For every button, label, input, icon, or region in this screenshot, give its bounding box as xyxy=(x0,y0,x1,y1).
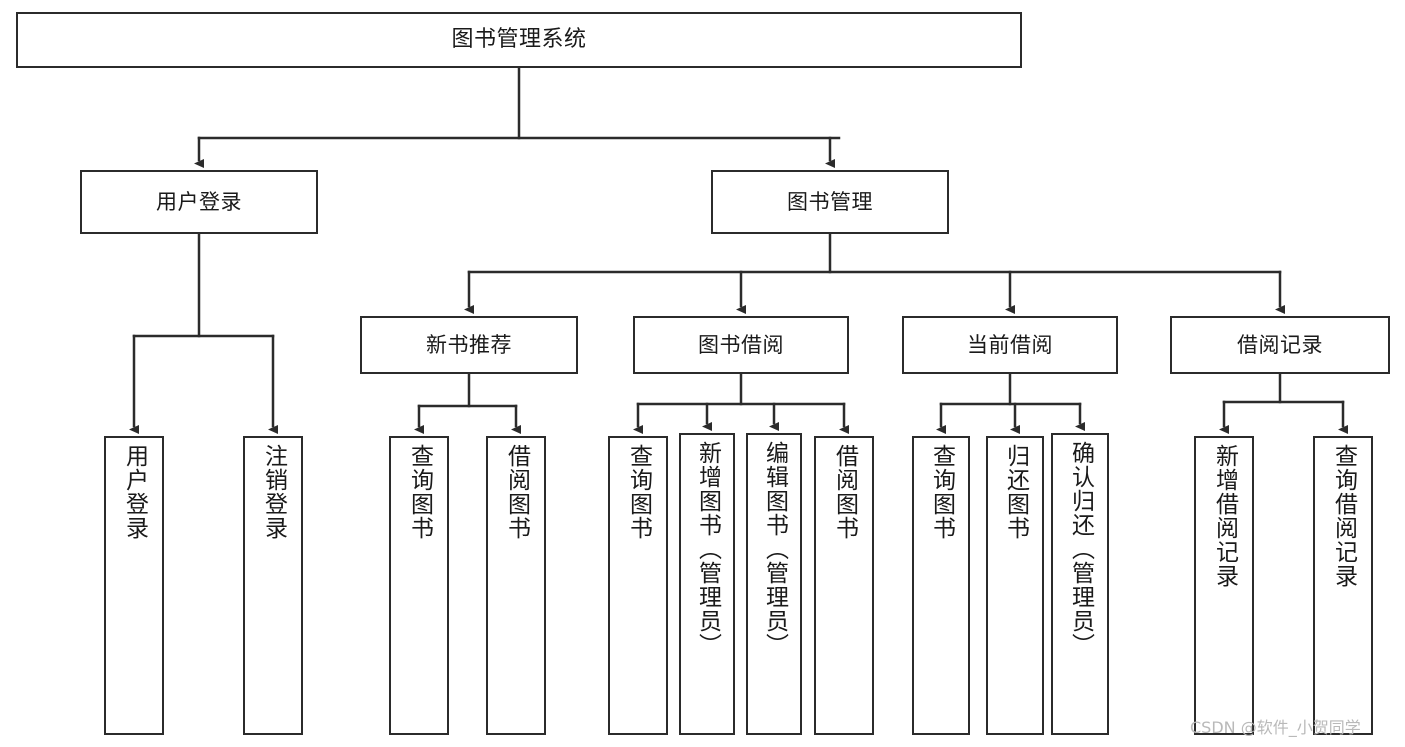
node-leaf-add-record-label: 新增借阅记录 xyxy=(1211,444,1238,588)
node-leaf-query-book-cur-label: 查询图书 xyxy=(928,444,955,540)
node-current-borrow[interactable]: 当前借阅 xyxy=(902,316,1118,374)
node-book-manage-label: 图书管理 xyxy=(787,189,873,214)
node-leaf-edit-book-label: 编辑图书（管理员） xyxy=(761,441,788,657)
node-leaf-return-book[interactable]: 归还图书 xyxy=(986,436,1044,735)
node-leaf-query-book-rec-label: 查询图书 xyxy=(406,444,433,540)
node-leaf-query-record[interactable]: 查询借阅记录 xyxy=(1313,436,1373,735)
node-leaf-return-book-label: 归还图书 xyxy=(1002,444,1029,540)
node-borrow-record-label: 借阅记录 xyxy=(1237,332,1323,357)
node-leaf-borrow-book-rec[interactable]: 借阅图书 xyxy=(486,436,546,735)
node-borrow-record[interactable]: 借阅记录 xyxy=(1170,316,1390,374)
node-current-borrow-label: 当前借阅 xyxy=(967,332,1053,357)
node-new-book-rec[interactable]: 新书推荐 xyxy=(360,316,578,374)
node-leaf-user-login-label: 用户登录 xyxy=(121,444,148,540)
node-leaf-add-book-label: 新增图书（管理员） xyxy=(694,441,721,657)
node-leaf-confirm-return[interactable]: 确认归还（管理员） xyxy=(1051,433,1109,735)
node-leaf-borrow-book-rec-label: 借阅图书 xyxy=(503,444,530,540)
node-new-book-rec-label: 新书推荐 xyxy=(426,332,512,357)
node-leaf-borrow-book-label: 借阅图书 xyxy=(831,444,858,540)
node-leaf-query-book-rec[interactable]: 查询图书 xyxy=(389,436,449,735)
node-leaf-add-book[interactable]: 新增图书（管理员） xyxy=(679,433,735,735)
node-leaf-query-book-borrow[interactable]: 查询图书 xyxy=(608,436,668,735)
node-leaf-confirm-return-label: 确认归还（管理员） xyxy=(1067,441,1094,657)
node-root[interactable]: 图书管理系统 xyxy=(16,12,1022,68)
node-user-login[interactable]: 用户登录 xyxy=(80,170,318,234)
node-leaf-borrow-book[interactable]: 借阅图书 xyxy=(814,436,874,735)
node-leaf-user-login[interactable]: 用户登录 xyxy=(104,436,164,735)
node-leaf-logout[interactable]: 注销登录 xyxy=(243,436,303,735)
node-leaf-query-book-borrow-label: 查询图书 xyxy=(625,444,652,540)
csdn-watermark: CSDN @软件_小贺同学 xyxy=(1190,718,1361,737)
node-user-login-label: 用户登录 xyxy=(156,189,242,214)
node-leaf-edit-book[interactable]: 编辑图书（管理员） xyxy=(746,433,802,735)
node-leaf-logout-label: 注销登录 xyxy=(260,444,287,540)
node-leaf-add-record[interactable]: 新增借阅记录 xyxy=(1194,436,1254,735)
node-book-manage[interactable]: 图书管理 xyxy=(711,170,949,234)
node-leaf-query-book-cur[interactable]: 查询图书 xyxy=(912,436,970,735)
node-book-borrow[interactable]: 图书借阅 xyxy=(633,316,849,374)
node-leaf-query-record-label: 查询借阅记录 xyxy=(1330,444,1357,588)
node-book-borrow-label: 图书借阅 xyxy=(698,332,784,357)
node-root-label: 图书管理系统 xyxy=(451,27,587,53)
